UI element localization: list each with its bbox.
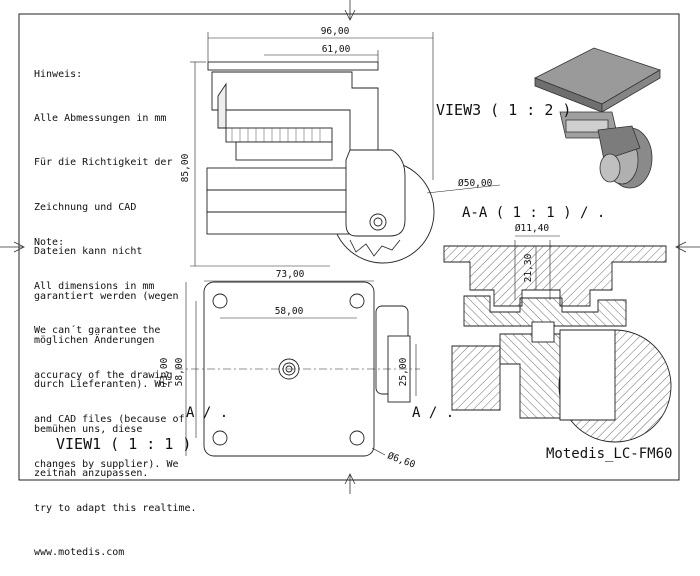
dim-85: 85,00 <box>180 153 191 182</box>
section-mark-right: A / . <box>412 405 455 421</box>
dim-25: 25,00 <box>398 357 409 386</box>
note-line: Dateien kann nicht <box>34 246 143 258</box>
dim-dia-50: Ø50,00 <box>458 178 493 189</box>
dim-58-horizontal: 58,00 <box>275 306 304 317</box>
dim-73-vertical: 73,00 <box>159 357 170 386</box>
note-german: Hinweis: Alle Abmessungen in mm Für die … <box>34 38 179 497</box>
drawing-sheet: 96,00 61,00 85,00 Ø50,00 73,00 58,00 73,… <box>0 0 700 494</box>
note-line: accuracy of the drawing <box>34 369 173 381</box>
dim-dia-6-6: Ø6,60 <box>386 450 417 470</box>
dim-73-horizontal: 73,00 <box>276 269 305 280</box>
view1-label: VIEW1 ( 1 : 1 ) <box>56 435 192 453</box>
note-line: Zeichnung und CAD <box>34 201 137 213</box>
note-line: changes by supplier). We <box>34 458 179 470</box>
note-line: www.motedis.com <box>34 547 125 559</box>
section-label: A-A ( 1 : 1 ) / . <box>462 205 606 221</box>
section-a-a <box>443 245 672 443</box>
note-line: and CAD files (because of <box>34 414 185 426</box>
section-dimensions <box>514 235 560 300</box>
view3-isometric <box>534 47 661 189</box>
note-line: garantiert werden (wegen <box>34 290 179 302</box>
note-line: Hinweis: <box>34 68 83 80</box>
dim-96: 96,00 <box>321 26 350 37</box>
note-line: try to adapt this realtime. <box>34 502 197 514</box>
note-line: zeitnah anzupassen. <box>34 468 149 480</box>
dim-dia-11-4: Ø11,40 <box>515 223 550 234</box>
side-view <box>206 61 435 264</box>
note-line: Note: <box>34 236 65 248</box>
note-line: Für die Richtigkeit der <box>34 157 173 169</box>
note-english: Note: All dimensions in mm We can´t gara… <box>34 206 197 576</box>
dim-21-3: 21,30 <box>523 253 534 282</box>
centering-marks <box>0 0 700 494</box>
note-line: All dimensions in mm <box>34 280 155 292</box>
view3-label: VIEW3 ( 1 : 2 ) <box>436 101 572 119</box>
side-view-dimensions <box>190 32 501 267</box>
dim-58-vertical: 58,00 <box>174 357 185 386</box>
section-mark-left: A / . <box>186 405 229 421</box>
note-line: Alle Abmessungen in mm <box>34 112 167 124</box>
note-line: bemühen uns, diese <box>34 423 143 435</box>
note-line: We can´t garantee the <box>34 325 161 337</box>
view1-dimensions <box>175 280 420 456</box>
note-line: möglichen Änderungen <box>34 334 155 346</box>
title-block: Motedis_LC-FM60 <box>546 446 673 462</box>
dim-61: 61,00 <box>322 44 351 55</box>
note-line: durch Lieferanten). Wir <box>34 379 173 391</box>
